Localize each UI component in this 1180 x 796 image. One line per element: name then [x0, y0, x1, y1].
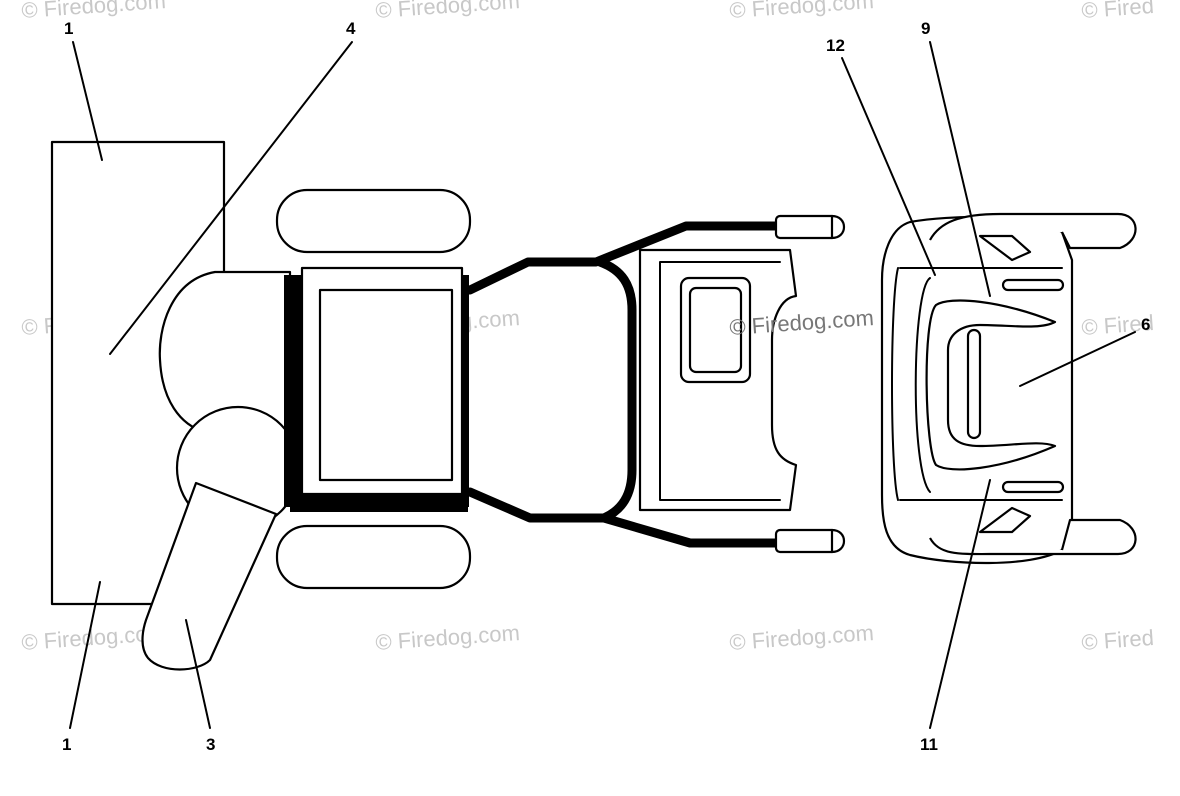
lower-bracket — [978, 506, 1032, 534]
attachment-assembly — [880, 212, 1137, 565]
attachment-left-rib — [914, 277, 931, 493]
right-black-bar — [461, 275, 469, 507]
leader-9 — [929, 41, 991, 297]
seat-panel — [318, 288, 454, 482]
upper-hose-cap — [830, 214, 846, 240]
left-black-bar — [284, 275, 302, 507]
leader-11 — [929, 479, 991, 729]
leader-3 — [185, 619, 211, 729]
frame-side-bar — [595, 257, 637, 523]
lower-handle — [929, 518, 1137, 556]
upper-slot — [1001, 278, 1065, 292]
callout-9: 9 — [921, 19, 930, 38]
hood-inner-line — [659, 261, 781, 501]
leader-12 — [841, 57, 936, 276]
watermark: © Fired — [1081, 0, 1155, 23]
callout-1-bottom: 1 — [62, 735, 71, 754]
callout-6: 6 — [1141, 315, 1150, 334]
lower-hose-cap — [830, 528, 846, 554]
watermark: © Firedog.com — [729, 620, 875, 655]
leader-1-bottom — [69, 581, 101, 729]
callout-11: 11 — [920, 735, 938, 754]
lower-hose-fitting — [774, 528, 838, 554]
callout-1-top: 1 — [64, 19, 73, 38]
watermark: © Firedog.com — [729, 0, 875, 23]
watermark: © Firedog.com — [375, 0, 521, 23]
leader-1-top — [72, 41, 103, 161]
leader-4 — [109, 41, 353, 355]
upper-handle — [929, 212, 1137, 250]
upper-hose-fitting — [774, 214, 838, 240]
center-panel — [925, 299, 1057, 471]
lower-slot — [1001, 480, 1065, 494]
watermark: © Fired — [1081, 310, 1155, 340]
center-slot — [966, 328, 982, 440]
angled-arm — [141, 481, 278, 671]
lower-black-bar — [290, 494, 468, 512]
watermark: © Firedog.com — [375, 620, 521, 655]
upper-tire — [275, 188, 472, 254]
tractor-assembly — [50, 140, 846, 671]
callout-12: 12 — [826, 36, 845, 55]
callout-labels: 1 4 12 9 6 1 3 11 — [62, 19, 1150, 754]
attachment-inner-frame — [891, 267, 1063, 501]
leader-6 — [1019, 331, 1136, 387]
watermark: © Firedog.com — [21, 0, 167, 23]
cab-window-inner — [688, 286, 743, 374]
lower-tire — [275, 524, 472, 590]
leader-lines — [69, 41, 1136, 729]
watermark: © Fired — [1081, 625, 1155, 655]
upper-bracket — [978, 234, 1032, 262]
callout-4: 4 — [346, 19, 356, 38]
callout-3: 3 — [206, 735, 215, 754]
